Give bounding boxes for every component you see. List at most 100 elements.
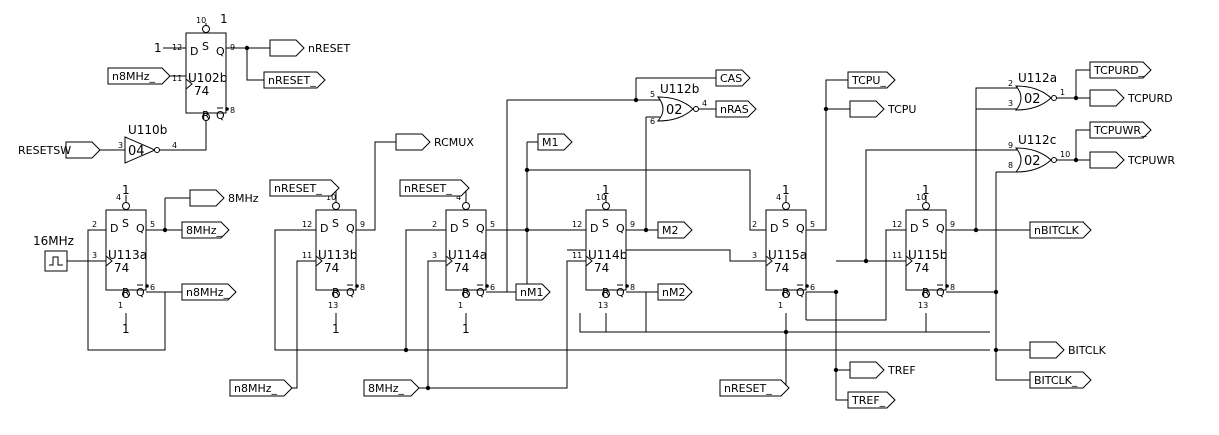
chip-family: 74 — [454, 261, 469, 275]
pin-number: 10 — [196, 16, 206, 25]
chip-ref: U115a — [768, 248, 807, 262]
pin-label: S — [602, 217, 609, 230]
pin-label: Q — [476, 222, 485, 235]
pin-label: D — [910, 222, 918, 235]
pin-label: Q — [796, 286, 805, 299]
port-tcpurd: TCPURD — [1089, 89, 1173, 107]
junction-dot — [783, 329, 789, 335]
constant-labels: 1 1 1 1 1 1 1 1 1 — [122, 12, 930, 336]
port-n8mhz-in-top: n8MHz_ — [107, 67, 171, 85]
pin-number: 12 — [302, 220, 312, 229]
chip-ref: U115b — [908, 248, 947, 262]
constant-one: 1 — [462, 322, 470, 336]
wire-u115a-clk — [567, 249, 766, 262]
wire-u115a-q — [806, 79, 848, 231]
wire-u113a-q-8mhzbar — [164, 198, 182, 231]
port-label: nBITCLK — [1034, 224, 1080, 237]
port-tcpurd-bar: TCPURD_ — [1089, 61, 1152, 79]
junction-dot — [524, 227, 530, 233]
port-tcpu: TCPU — [849, 100, 916, 118]
chip-ref: U114a — [448, 248, 487, 262]
pin-label: Q — [796, 222, 805, 235]
wire-u113b-d — [274, 229, 990, 351]
pin-number: 12 — [172, 43, 182, 52]
port-label: nRESET_ — [404, 182, 452, 195]
pin-number: 11 — [892, 251, 902, 260]
wire-u115b-d — [806, 229, 906, 321]
pin-number: 3 — [1008, 99, 1013, 108]
port-nreset-in-2: nRESET_ — [399, 179, 470, 197]
pin-number: 10 — [596, 193, 606, 202]
port-label: TREF_ — [851, 394, 886, 407]
pin-label: S — [122, 217, 129, 230]
port-label: TCPUWR — [1127, 154, 1175, 167]
port-tcpuwr-bar: TCPUWR_ — [1089, 121, 1152, 139]
port-label: TREF — [887, 364, 916, 377]
pin-number: 4 — [456, 193, 461, 202]
port-label: 8MHz — [228, 192, 259, 205]
wire-u112a-out-up — [1075, 69, 1090, 98]
junction-dot — [633, 97, 639, 103]
constant-one: 1 — [332, 322, 340, 336]
port-nreset-out: nRESET — [269, 39, 350, 57]
pin-number: 11 — [172, 74, 182, 83]
port-label: nRESET — [308, 42, 350, 55]
pin-label: S — [462, 217, 469, 230]
gate-type: 02 — [1024, 154, 1041, 169]
clock-label: 16MHz — [33, 234, 74, 248]
pin-number: 11 — [572, 251, 582, 260]
pin-label: Q — [136, 222, 145, 235]
pin-number: 5 — [810, 220, 815, 229]
pin-label: R — [462, 286, 470, 299]
port-bitclk: BITCLK — [1029, 341, 1107, 359]
constant-one: 1 — [782, 183, 790, 197]
port-nreset-in-bottom: nRESET_ — [719, 379, 790, 397]
pin-number: 6 — [150, 283, 155, 292]
constant-one: 1 — [122, 183, 130, 197]
constant-one: 1 — [122, 322, 130, 336]
wire-u114b-clk — [428, 260, 586, 389]
wire-u114a-clk — [412, 260, 446, 389]
gate-ref: U112b — [660, 82, 699, 96]
pin-label: S — [922, 217, 929, 230]
port-label: BITCLK_ — [1034, 374, 1078, 387]
port-tcpu-bar: TCPU_ — [847, 71, 896, 89]
pin-number: 9 — [1008, 141, 1013, 150]
gate-u112b: U112b 02 5 6 4 — [650, 82, 707, 126]
port-label: n8MHz_ — [186, 286, 230, 299]
port-nm1: nM1 — [515, 283, 551, 301]
pin-number: 9 — [950, 220, 955, 229]
port-o8mhz-bar: 8MHz_ — [181, 221, 230, 239]
port-label: M2 — [662, 224, 679, 237]
port-nbitclk: nBITCLK — [1029, 221, 1092, 239]
pin-number: 9 — [630, 220, 635, 229]
chip-ref: U113b — [318, 248, 357, 262]
wire-u115b-qn-down — [995, 172, 1030, 381]
pin-label: R — [332, 286, 340, 299]
junction-dot — [863, 258, 869, 264]
pin-number: 12 — [892, 220, 902, 229]
port-tref-bar: TREF_ — [847, 391, 896, 409]
port-label: TCPUWR_ — [1093, 124, 1147, 137]
port-label: TCPURD — [1127, 92, 1173, 105]
chip-family: 74 — [114, 261, 129, 275]
chip-ref: U113a — [108, 248, 147, 262]
port-nreset-in-1: nRESET_ — [269, 179, 340, 197]
junction-dot — [162, 227, 168, 233]
pin-number: 6 — [490, 283, 495, 292]
pin-number: 1 — [118, 301, 123, 310]
port-label: TCPURD_ — [1093, 64, 1145, 77]
pin-number: 2 — [1008, 79, 1013, 88]
wire-u102b-qbar — [246, 48, 264, 81]
pin-label: R — [922, 286, 930, 299]
port-on8mhz-bar: n8MHz_ — [181, 283, 237, 301]
pin-number: 1 — [458, 301, 463, 310]
gate-u112c: U112c 02 9 8 10 — [1008, 133, 1070, 173]
port-label: nRESET_ — [724, 382, 772, 395]
port-cas: CAS — [715, 69, 751, 87]
pin-number: 8 — [230, 106, 235, 115]
